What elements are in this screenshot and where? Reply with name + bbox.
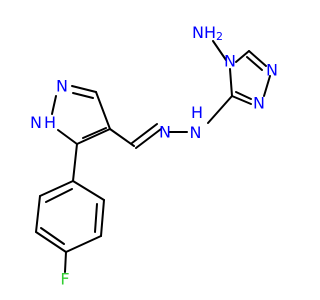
bond-n1-c5-double (246, 56, 263, 71)
bond-c5p-c4-double (82, 127, 107, 139)
bond-ph-6-1-double (45, 188, 73, 203)
atom-label-triazole-n1: N (266, 61, 278, 80)
bond-c5-n4 (235, 50, 250, 63)
bond-ph-6-1 (39, 180, 74, 197)
atom-label-triazole-n2: N (253, 94, 265, 113)
bond-ph-4-5-double (40, 227, 65, 245)
atom-label-pyrazole-n2: N (56, 77, 68, 96)
bond-c3-nh (207, 95, 233, 124)
bond-n-ch-double (131, 123, 158, 144)
bond-ph-1-2 (72, 180, 105, 201)
bond-n2p-n1p (51, 95, 57, 115)
bond-n4-c3 (229, 68, 233, 97)
bond-ph-2-3-double (94, 203, 98, 233)
atom-label-triazole-n4: N (224, 52, 236, 71)
bond-c5p-phenyl (72, 143, 78, 182)
bond-c4-c3p (95, 91, 111, 130)
bond-n-ch (135, 128, 162, 149)
bond-c5p-c4 (76, 128, 111, 145)
bond-n1-c5 (248, 50, 267, 67)
bond-c3-n2 (231, 95, 252, 105)
bond-ch-c4 (109, 128, 135, 147)
atom-label-fluorine: F (60, 270, 69, 289)
bond-ph-3-4 (65, 235, 102, 253)
bond-c3p-n2p-double2 (72, 92, 94, 99)
bond-c3p-n2p-double (71, 85, 97, 93)
atom-label-hydrazine-nh: N H (189, 103, 206, 142)
bond-ph-2-3 (100, 199, 105, 237)
bond-group (35, 40, 271, 273)
atom-label-nh2: NH2 (192, 23, 223, 44)
atom-label-hydrazone-n: N (159, 123, 171, 142)
bond-ph-f (64, 251, 67, 273)
bond-n1p-c5p (57, 129, 78, 145)
bond-n4-nh2 (212, 40, 227, 61)
bond-c3-n2-double (235, 91, 252, 100)
bond-ph-5-6 (35, 195, 41, 233)
bond-n2-n1 (263, 75, 271, 97)
bond-ph-4-5 (35, 231, 67, 253)
